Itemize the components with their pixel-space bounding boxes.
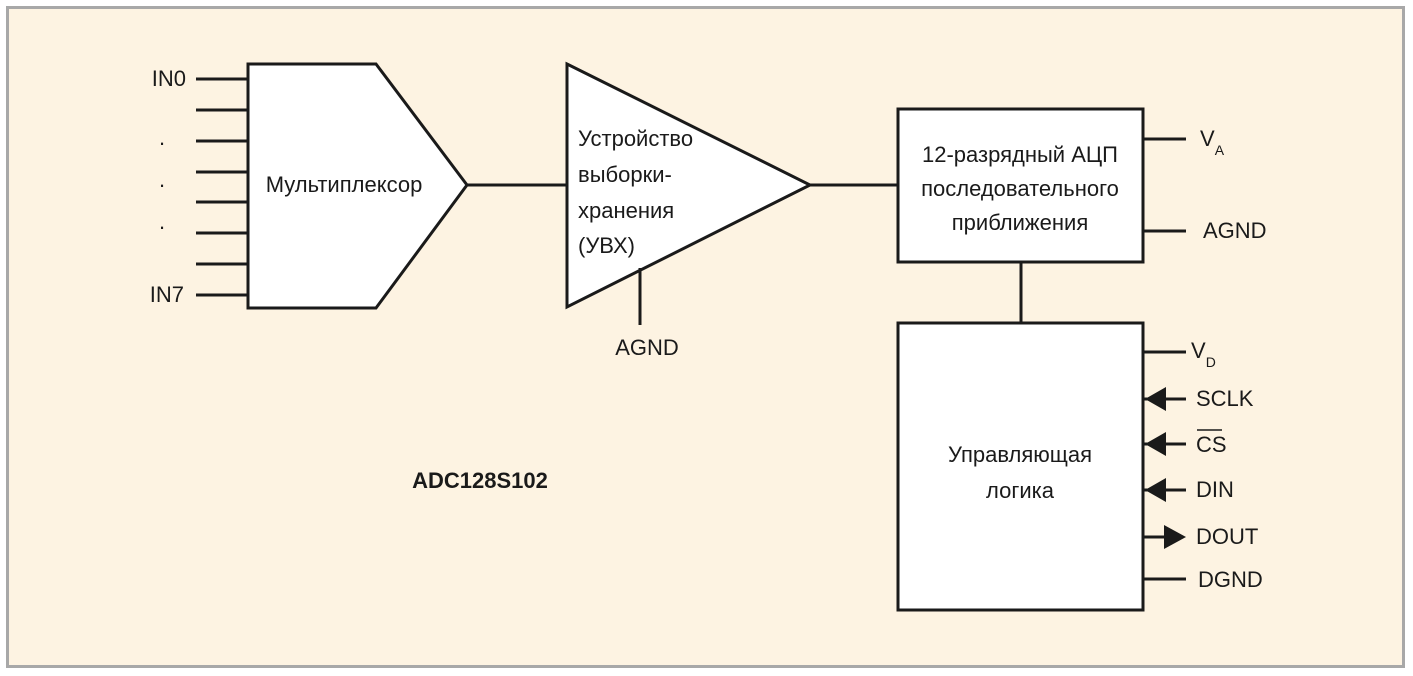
din-input-arrow-icon xyxy=(1145,478,1166,502)
dgnd-label: DGND xyxy=(1198,567,1263,592)
input-dot-3: · xyxy=(158,214,165,239)
cs-input-arrow-icon xyxy=(1145,432,1166,456)
adc-label-line-1: 12-разрядный АЦП xyxy=(922,142,1118,167)
input-in0-label: IN0 xyxy=(152,66,186,91)
logic-label-line-2: логика xyxy=(986,478,1055,503)
logic-label-line-1: Управляющая xyxy=(948,442,1092,467)
sh-agnd-label: AGND xyxy=(615,335,679,360)
sclk-label: SCLK xyxy=(1196,386,1254,411)
adc-va-label: VA xyxy=(1200,126,1225,158)
sh-label-line-2: выборки- xyxy=(578,162,672,187)
mux-label: Мультиплексор xyxy=(266,172,423,197)
dout-output-arrow-icon xyxy=(1164,525,1186,549)
adc-label-line-2: последовательного xyxy=(921,176,1119,201)
dout-label: DOUT xyxy=(1196,524,1258,549)
logic-vd-label: VD xyxy=(1191,338,1216,370)
sh-label-line-1: Устройство xyxy=(578,126,693,151)
mux-input-lines xyxy=(196,77,248,297)
adc-label-line-3: приближения xyxy=(952,210,1088,235)
sh-label-line-4: (УВХ) xyxy=(578,233,635,258)
adc-agnd-label: AGND xyxy=(1203,218,1267,243)
multiplexer-block xyxy=(246,62,469,310)
sample-hold-block xyxy=(565,61,814,310)
diagram-frame xyxy=(6,6,1405,668)
sclk-input-arrow-icon xyxy=(1145,387,1166,411)
cs-label: CS xyxy=(1196,432,1227,457)
din-label: DIN xyxy=(1196,477,1234,502)
logic-block xyxy=(896,321,1145,612)
sh-label-line-3: хранения xyxy=(578,198,674,223)
chip-name-label: ADC128S102 xyxy=(412,468,548,493)
input-dot-1: · xyxy=(158,130,165,155)
input-dot-2: · xyxy=(158,172,165,197)
adc-block xyxy=(896,107,1145,264)
input-in7-label: IN7 xyxy=(150,282,184,307)
